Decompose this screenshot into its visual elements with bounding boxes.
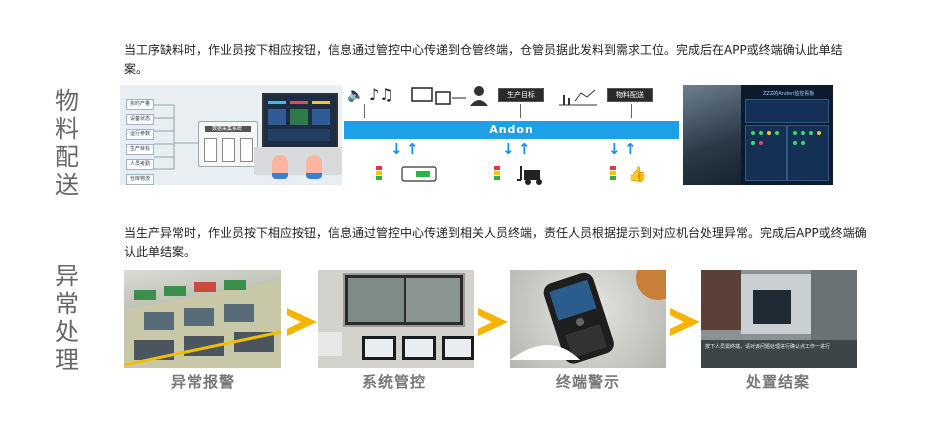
down-arrow-icon: ↓ <box>608 140 621 158</box>
section1-title-char: 送 <box>55 171 79 199</box>
overlay-caption-text: 按下人员需终端，请对该问题处理进行确认点工作一进行 <box>705 344 831 350</box>
phone-terminal-photo <box>510 270 666 368</box>
system-label: 数据采集系统 <box>211 126 242 132</box>
speaker-icon: 🔈 <box>347 87 365 103</box>
step-caption-resolve: 处置结案 <box>745 373 810 391</box>
laptop-keyboard-icon <box>254 147 342 175</box>
up-arrow-icon: ↑ <box>624 140 637 158</box>
material-delivery-label: 物料配送 <box>607 88 653 102</box>
monitor-computer-icon <box>411 87 466 105</box>
down-arrow-icon: ↓ <box>502 140 515 158</box>
section1-vertical-title: 物 料 配 送 <box>52 87 82 199</box>
hand-icon <box>306 155 322 179</box>
card-hand-icon <box>401 166 437 182</box>
connector-lines <box>154 104 198 170</box>
section2-title-char: 常 <box>55 290 79 318</box>
section2-description-line1: 当生产异常时，作业员按下相应按钮，信息通过管控中心传递到相关人员终端，责任人员根… <box>124 226 867 240</box>
side-label: 仓库物流 <box>126 174 154 185</box>
resolution-photo: 按下人员需终端，请对该问题处理进行确认点工作一进行 <box>701 270 857 368</box>
andon-monitor-board-illustration: ZZZ的Andon监控看板 <box>683 85 833 185</box>
andon-bar: Andon <box>344 121 679 139</box>
monitor-board-title: ZZZ的Andon监控看板 <box>763 91 815 97</box>
signal-lamp-icon <box>494 166 500 180</box>
control-room-photo <box>318 270 474 368</box>
data-collection-illustration: 实时产量 设备状态 运行参数 生产目标 人员考勤 仓库物流 数据采集系统 <box>120 85 342 185</box>
chevron-arrow-icon <box>670 308 700 336</box>
factory-scene <box>683 85 741 185</box>
side-label: 运行参数 <box>126 129 154 140</box>
factory-alarm-photo <box>124 270 281 368</box>
section2-vertical-title: 异 常 处 理 <box>52 262 82 374</box>
section2-title-char: 理 <box>55 346 79 374</box>
side-label: 生产目标 <box>126 144 154 155</box>
step-caption-terminal: 终端警示 <box>555 373 620 391</box>
thumbs-up-icon: 👍 <box>628 165 647 183</box>
down-arrow-icon: ↓ <box>390 140 403 158</box>
up-arrow-icon: ↑ <box>406 140 419 158</box>
side-label-list: 实时产量 设备状态 运行参数 生产目标 人员考勤 仓库物流 <box>126 99 154 185</box>
step-caption-control: 系统管控 <box>361 373 426 391</box>
chevron-arrow-icon <box>478 308 508 336</box>
up-arrow-icon: ↑ <box>518 140 531 158</box>
chevron-arrow-icon <box>287 308 317 336</box>
section1-title-char: 配 <box>55 143 79 171</box>
side-label: 人员考勤 <box>126 159 154 170</box>
section2-description-line2: 认此单结案。 <box>124 245 197 259</box>
section2-title-char: 异 <box>55 262 79 290</box>
step-caption-alarm: 异常报警 <box>170 373 235 391</box>
worker-icon <box>470 86 488 106</box>
section1-title-char: 物 <box>55 87 79 115</box>
signal-lamp-icon <box>610 166 616 180</box>
side-label: 实时产量 <box>126 99 154 110</box>
bar-chart-icon <box>559 89 597 106</box>
hand-icon <box>272 155 288 179</box>
section1-description: 当工序缺料时，作业员按下相应按钮，信息通过管控中心传递到仓管终端，仓管员据此发料… <box>124 43 843 76</box>
signal-lamp-icon <box>376 166 382 180</box>
server-icon <box>198 121 258 167</box>
side-label: 设备状态 <box>126 114 154 125</box>
section2-title-char: 处 <box>55 318 79 346</box>
section1-title-char: 料 <box>55 115 79 143</box>
laptop-screen-icon <box>262 93 338 149</box>
forklift-icon <box>517 166 542 185</box>
music-note-icon: ♪♫ <box>369 85 394 104</box>
production-target-label: 生产目标 <box>498 88 544 102</box>
